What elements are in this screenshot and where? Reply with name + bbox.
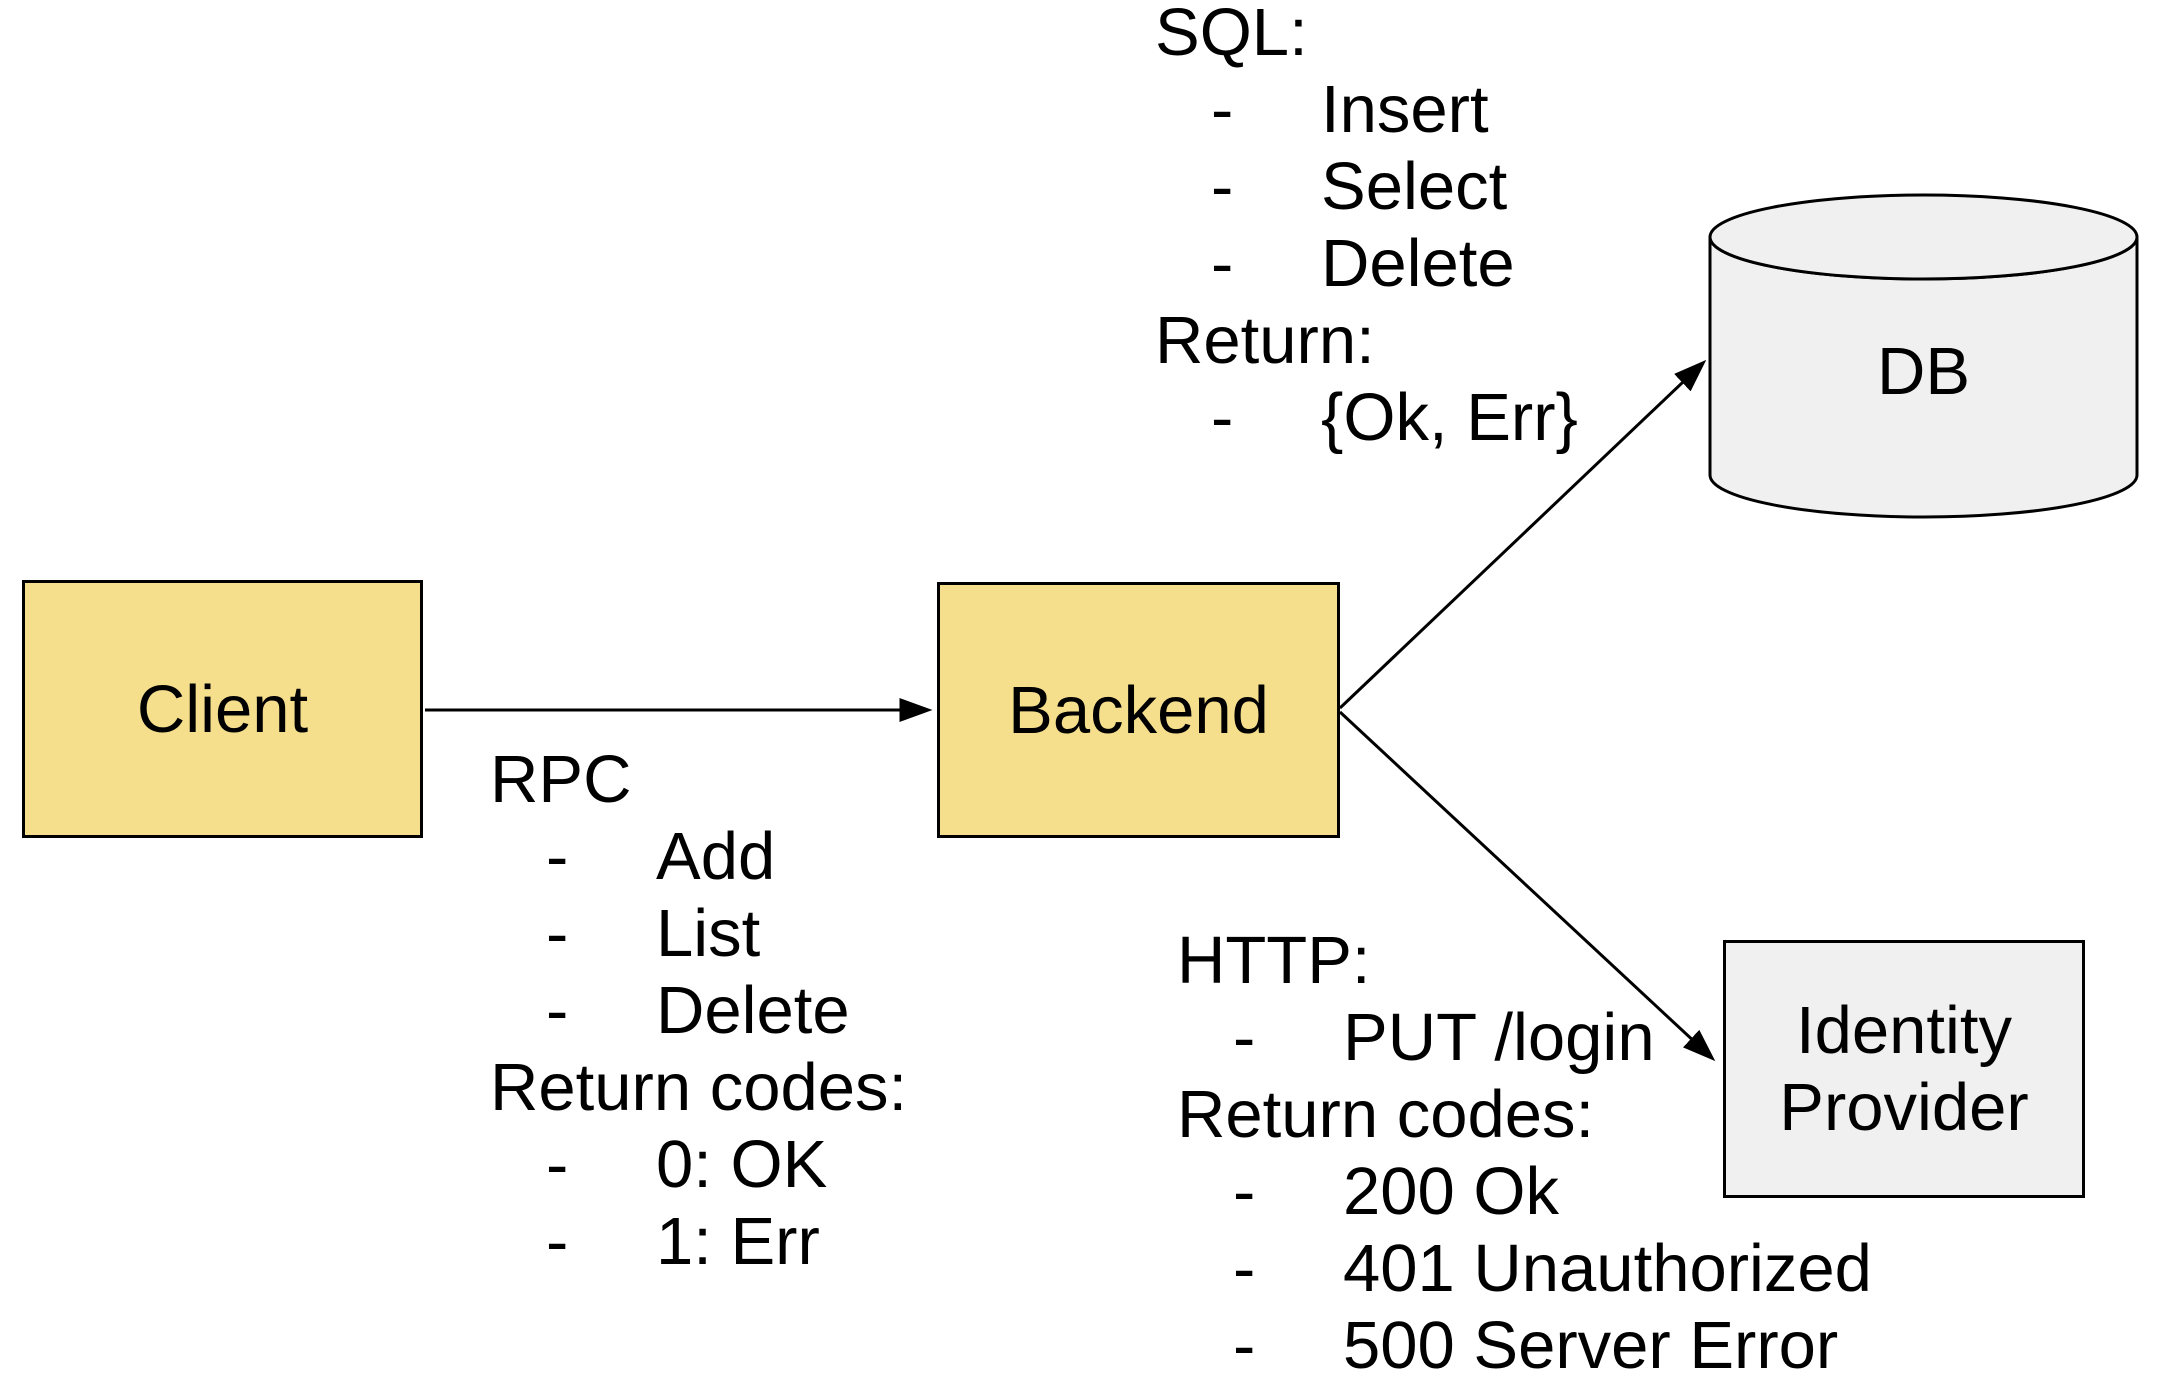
bullet: - bbox=[546, 1204, 569, 1279]
bullet: - bbox=[1233, 1154, 1256, 1229]
bullet: - bbox=[546, 1127, 569, 1202]
annotation-item-text: 500 Server Error bbox=[1343, 1308, 1839, 1383]
backend-node-label: Backend bbox=[1008, 672, 1269, 748]
annotation-item: - Insert bbox=[1155, 71, 1578, 148]
annotation-item-text: Delete bbox=[656, 973, 850, 1048]
edge-label-rpc: RPC - Add - List - Delete Return codes: - 0:… bbox=[490, 741, 907, 1280]
client-node: Client bbox=[22, 580, 423, 838]
annotation-item: - Delete bbox=[490, 972, 907, 1049]
annotation-return-title: Return codes: bbox=[1177, 1077, 1595, 1152]
annotation-title: HTTP: bbox=[1177, 923, 1371, 998]
client-node-label: Client bbox=[136, 671, 309, 747]
annotation-item: - Delete bbox=[1155, 225, 1578, 302]
arrow-backend-to-db bbox=[1338, 359, 1707, 710]
bullet: - bbox=[546, 973, 569, 1048]
annotation-return-title: Return codes: bbox=[490, 1050, 908, 1125]
edge-label-http: HTTP: -PUT /login Return codes: -200 Ok … bbox=[1177, 922, 1872, 1384]
annotation-item: - 0: OK bbox=[490, 1126, 907, 1203]
annotation-item-text: 401 Unauthorized bbox=[1343, 1231, 1872, 1306]
annotation-item: - List bbox=[490, 895, 907, 972]
db-cylinder-top bbox=[1708, 193, 2139, 281]
annotation-item-text: {Ok, Err} bbox=[1321, 380, 1578, 455]
annotation-item: - 1: Err bbox=[490, 1203, 907, 1280]
annotation-item: - Select bbox=[1155, 148, 1578, 225]
bullet: - bbox=[546, 896, 569, 971]
bullet: - bbox=[1211, 226, 1234, 301]
identity-provider-node: Identity Provider bbox=[1723, 940, 2085, 1198]
annotation-item-text: 200 Ok bbox=[1343, 1154, 1560, 1229]
bullet: - bbox=[1233, 1308, 1256, 1383]
bullet: - bbox=[546, 819, 569, 894]
bullet: - bbox=[1211, 380, 1234, 455]
annotation-item-text: List bbox=[656, 896, 761, 971]
edge-label-sql: SQL: - Insert - Select - Delete Return: - {O… bbox=[1155, 0, 1578, 456]
arrow-backend-to-identity-provider bbox=[1338, 710, 1716, 1062]
annotation-item-text: Delete bbox=[1321, 226, 1515, 301]
annotation-return-title: Return: bbox=[1155, 303, 1375, 378]
annotation-title: SQL: bbox=[1155, 0, 1308, 70]
db-node-label: DB bbox=[1710, 195, 2137, 517]
db-label-text: DB bbox=[1876, 333, 1971, 409]
backend-node: Backend bbox=[937, 582, 1340, 838]
annotation-item-text: Insert bbox=[1321, 72, 1489, 147]
bullet: - bbox=[1211, 72, 1234, 147]
annotation-item-text: 0: OK bbox=[656, 1127, 828, 1202]
annotation-item: - Add bbox=[490, 818, 907, 895]
annotation-item: - 500 Server Error bbox=[1177, 1307, 1872, 1384]
bullet: - bbox=[1211, 149, 1234, 224]
annotation-item-text: Select bbox=[1321, 149, 1508, 224]
bullet: - bbox=[1233, 1231, 1256, 1306]
db-cylinder-shape bbox=[1708, 193, 2139, 519]
annotation-title: RPC bbox=[490, 742, 632, 817]
annotation-item: - {Ok, Err} bbox=[1155, 379, 1578, 456]
annotation-item: - PUT /login bbox=[1177, 999, 1872, 1076]
annotation-item: - 200 Ok bbox=[1177, 1153, 1872, 1230]
bullet: - bbox=[1233, 1000, 1256, 1075]
annotation-item: - 401 Unauthorized bbox=[1177, 1230, 1872, 1307]
annotation-item-text: 1: Err bbox=[656, 1204, 820, 1279]
identity-provider-node-label: Identity Provider bbox=[1779, 993, 2029, 1145]
annotation-item-text: PUT /login bbox=[1343, 1000, 1655, 1075]
annotation-item-text: Add bbox=[656, 819, 776, 894]
